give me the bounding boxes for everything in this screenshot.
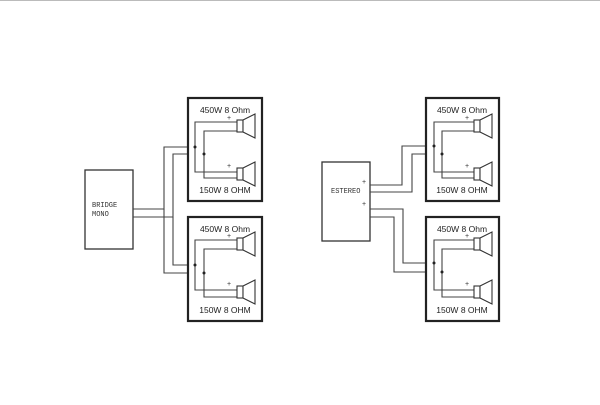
cabinet-top-label: 450W 8 Ohm bbox=[200, 105, 250, 115]
speaker-driver-icon bbox=[236, 231, 256, 257]
cabinet-top-label: 450W 8 Ohm bbox=[200, 224, 250, 234]
speaker-driver-icon bbox=[236, 113, 256, 139]
amp-label: MONO bbox=[92, 211, 109, 219]
plus-terminal: + bbox=[465, 115, 469, 122]
plus-terminal: + bbox=[227, 163, 231, 170]
cabinet-bottom-label: 150W 8 OHM bbox=[199, 185, 251, 195]
amp-label: BRIDGE bbox=[92, 202, 117, 210]
amp-plus-terminal: + bbox=[362, 179, 366, 186]
cabinet-top-label: 450W 8 Ohm bbox=[437, 224, 487, 234]
amp-plus-terminal: + bbox=[362, 201, 366, 208]
wire bbox=[370, 208, 434, 264]
cabinet-bottom-label: 150W 8 OHM bbox=[436, 185, 488, 195]
wire bbox=[133, 146, 195, 210]
cabinet-bottom-label: 150W 8 OHM bbox=[199, 305, 251, 315]
plus-terminal: + bbox=[227, 281, 231, 288]
speaker-cabinet: 450W 8 Ohm 150W 8 OHM + + bbox=[186, 96, 264, 203]
speaker-driver-icon bbox=[236, 279, 256, 305]
plus-terminal: + bbox=[227, 115, 231, 122]
stereo-diagram: ESTEREO + + 450W 8 Ohm 150W 8 OHM + + 45… bbox=[321, 96, 501, 323]
plus-terminal: + bbox=[465, 233, 469, 240]
stereo-amplifier bbox=[321, 161, 371, 242]
plus-terminal: + bbox=[465, 163, 469, 170]
cabinet-top-label: 450W 8 Ohm bbox=[437, 105, 487, 115]
plus-terminal: + bbox=[465, 281, 469, 288]
speaker-cabinet: 450W 8 Ohm 150W 8 OHM + + bbox=[186, 215, 264, 323]
speaker-driver-icon bbox=[473, 161, 493, 187]
speaker-cabinet: 450W 8 Ohm 150W 8 OHM + + bbox=[424, 96, 501, 203]
speaker-driver-icon bbox=[473, 279, 493, 305]
bridge-mono-diagram: BRIDGE MONO 450W 8 Ohm 150W 8 OHM + + 45… bbox=[84, 96, 264, 323]
cabinet-bottom-label: 150W 8 OHM bbox=[436, 305, 488, 315]
speaker-driver-icon bbox=[236, 161, 256, 187]
speaker-driver-icon bbox=[473, 231, 493, 257]
speaker-cabinet: 450W 8 Ohm 150W 8 OHM + + bbox=[424, 215, 501, 323]
plus-terminal: + bbox=[227, 233, 231, 240]
amp-label: ESTEREO bbox=[331, 188, 360, 196]
wire bbox=[370, 216, 442, 273]
wire bbox=[370, 145, 434, 186]
speaker-driver-icon bbox=[473, 113, 493, 139]
